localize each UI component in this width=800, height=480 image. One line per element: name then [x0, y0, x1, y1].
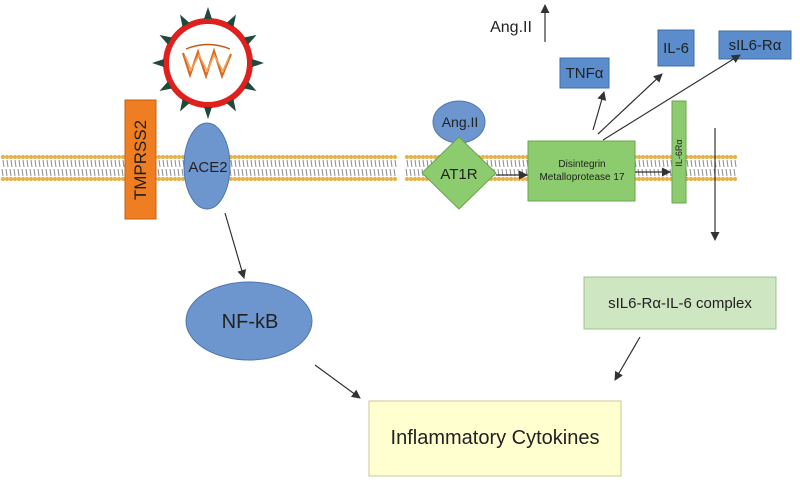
- nfkb-node: [185, 281, 313, 361]
- at1r-label: AT1R: [440, 165, 478, 183]
- at1r-receptor: [421, 136, 497, 210]
- angii-top-label: Ang.II: [490, 19, 532, 36]
- arrow-ace2-to-nfkb: [224, 212, 247, 279]
- adam17-label: Disintegrin Metalloprotease 17: [539, 159, 625, 183]
- sil6ra-box: [718, 30, 792, 60]
- complex-label: sIL6-Rα-IL-6 complex: [608, 294, 752, 312]
- arrow-nfkb-to-cytokines: [314, 364, 361, 399]
- arrow-adam17-to-sil6ra: [602, 54, 741, 141]
- tmprss2-receptor: [124, 99, 157, 220]
- arrow-adam17-to-tnfa: [592, 91, 607, 131]
- angii-node-label: Ang.II: [441, 114, 479, 130]
- tnfa-label: TNFα: [565, 64, 604, 82]
- il6ra-receptor: [671, 100, 687, 204]
- arrow-complex-to-cytokines: [614, 336, 641, 381]
- il6ra-label: IL-6Rα: [674, 139, 684, 167]
- nfkb-label: NF-kB: [221, 310, 279, 333]
- il6-label: IL-6: [663, 39, 689, 57]
- complex-box: [583, 276, 777, 330]
- tmprss2-label: TMPRSS2: [131, 119, 150, 201]
- ace2-receptor: [183, 122, 231, 210]
- adam17-box: [527, 140, 636, 202]
- arrow-adam17-to-il6: [597, 73, 663, 135]
- il6-box: [657, 29, 695, 67]
- tnfa-box: [559, 57, 610, 89]
- sil6ra-label: sIL6-Rα: [728, 36, 782, 54]
- cytokines-box: [368, 400, 622, 477]
- cytokines-label: Inflammatory Cytokines: [390, 427, 600, 449]
- coronavirus-icon: [152, 7, 264, 119]
- ace2-label: ACE2: [188, 158, 228, 176]
